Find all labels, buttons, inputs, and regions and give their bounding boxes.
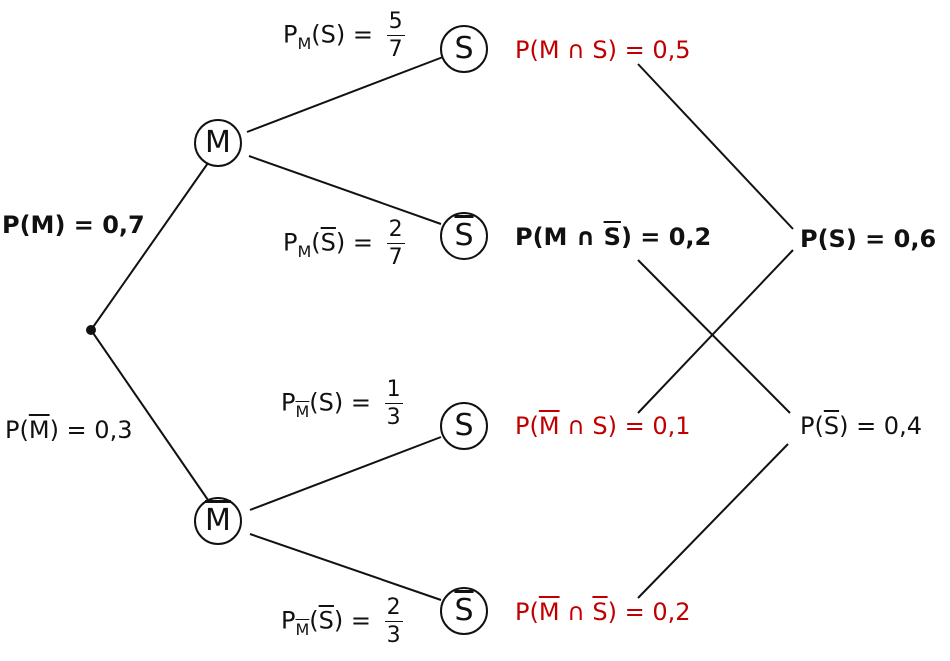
joint-label-m-and-not-s: P(M ∩ S) = 0,2: [515, 223, 712, 251]
branch-label-p-m: P(M) = 0,7: [2, 211, 145, 239]
node-not-s-top-text: S: [454, 218, 474, 253]
joint-label-not-m-and-not-s: P(M ∩ S) = 0,2: [515, 598, 691, 626]
node-not-s-bottom-text: S: [454, 593, 474, 628]
node-not-m-text: M: [205, 503, 231, 538]
node-not-m: M: [194, 497, 242, 545]
edge-root-not-m: [90, 329, 209, 501]
edge-not-m-not-s: [249, 533, 442, 601]
edge-not-m-s: [249, 436, 442, 511]
node-not-s-bottom: S: [440, 587, 488, 635]
edge-join-ms-ps: [637, 63, 794, 230]
edge-join-mnots-pnots: [637, 259, 791, 414]
total-label-p-s: P(S) = 0,6: [800, 225, 937, 253]
node-s-bottom-text: S: [454, 408, 474, 443]
branch-label-p-not-m: P(M) = 0,3: [5, 416, 133, 444]
root-dot: [86, 325, 96, 335]
edge-join-notmnots-pnots: [637, 443, 789, 599]
joint-label-not-m-and-s: P(M ∩ S) = 0,1: [515, 412, 691, 440]
edge-root-m: [90, 162, 209, 331]
edge-m-not-s: [248, 155, 442, 225]
edge-m-s: [246, 56, 444, 133]
node-not-s-top: S: [440, 212, 488, 260]
joint-label-m-and-s: P(M ∩ S) = 0,5: [515, 36, 691, 64]
node-s-bottom: S: [440, 402, 488, 450]
total-label-p-not-s: P(S) = 0,4: [800, 412, 922, 440]
node-s-top: S: [440, 25, 488, 73]
node-m-text: M: [205, 125, 231, 160]
node-m: M: [194, 119, 242, 167]
node-s-top-text: S: [454, 31, 474, 66]
edge-join-notms-ps: [637, 249, 794, 414]
